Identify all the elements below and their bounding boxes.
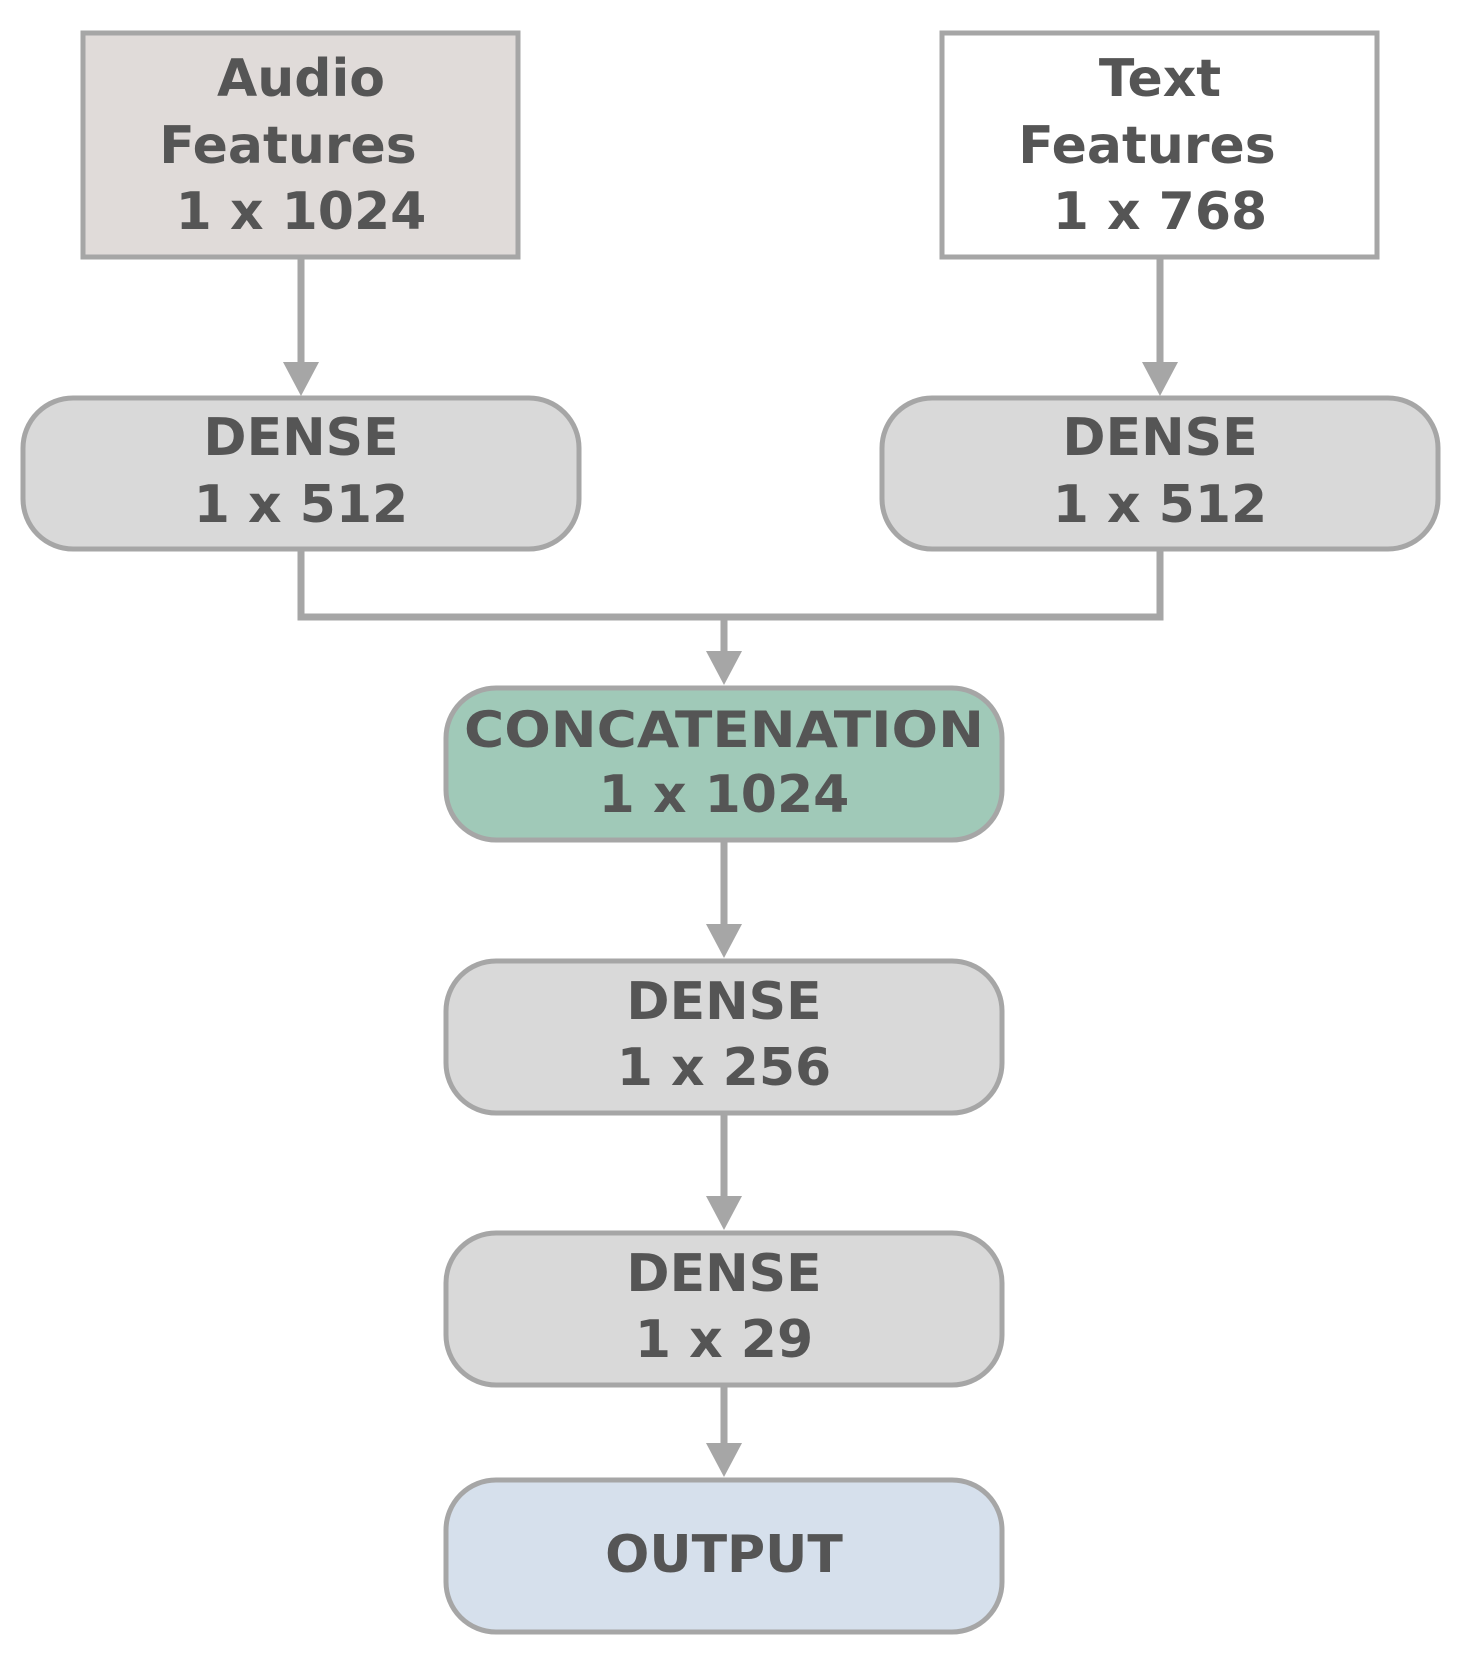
arrowhead-audio-to-dense	[283, 362, 319, 396]
concatenation-shape: 1 x 1024	[599, 765, 850, 825]
concatenation-box	[443, 685, 1005, 843]
output-box	[443, 1477, 1005, 1635]
audio-features-box	[80, 30, 521, 260]
dense-29-label: DENSE	[626, 1244, 821, 1304]
dense-text-box	[879, 395, 1441, 552]
dense-29-shape: 1 x 29	[635, 1310, 813, 1370]
node-dense-text: DENSE 1 x 512	[879, 395, 1441, 552]
dense-256-shape: 1 x 256	[617, 1038, 831, 1098]
arrowhead-concatenation-to-dense-256	[706, 924, 742, 958]
text-features-title: Text	[1099, 49, 1221, 109]
dense-text-label: DENSE	[1062, 408, 1257, 468]
dense-audio-shape: 1 x 512	[194, 475, 408, 535]
dense-text-shape: 1 x 512	[1053, 475, 1267, 535]
edge-dense-merge	[297, 549, 1164, 621]
arrowhead-merge-to-concatenation	[706, 651, 742, 685]
node-dense-audio: DENSE 1 x 512	[20, 395, 582, 552]
output-label: OUTPUT	[605, 1525, 843, 1585]
audio-features-shape: 1 x 1024	[176, 182, 427, 242]
node-output: OUTPUT	[443, 1477, 1005, 1635]
node-dense-29: DENSE 1 x 29	[443, 1230, 1005, 1388]
dense-256-label: DENSE	[626, 972, 821, 1032]
dense-256-box	[443, 958, 1005, 1116]
dense-audio-box	[20, 395, 582, 552]
node-text-features: Text Features 1 x 768	[939, 30, 1380, 260]
dense-audio-label: DENSE	[203, 408, 398, 468]
text-features-shape: 1 x 768	[1053, 182, 1267, 242]
text-features-box	[939, 30, 1380, 260]
arrowhead-text-to-dense	[1142, 362, 1178, 396]
arrowhead-dense-29-to-output	[706, 1443, 742, 1477]
arrowhead-dense-256-to-dense-29	[706, 1196, 742, 1230]
concatenation-label: CONCATENATION	[464, 701, 984, 759]
node-audio-features: Audio Features 1 x 1024	[80, 30, 521, 260]
dense-29-box	[443, 1230, 1005, 1388]
connectors	[283, 257, 1178, 1477]
audio-features-subtitle: Features	[159, 116, 417, 176]
audio-features-title: Audio	[217, 49, 385, 109]
node-concatenation: CONCATENATION 1 x 1024	[443, 685, 1005, 843]
text-features-subtitle: Features	[1018, 116, 1276, 176]
node-dense-256: DENSE 1 x 256	[443, 958, 1005, 1116]
